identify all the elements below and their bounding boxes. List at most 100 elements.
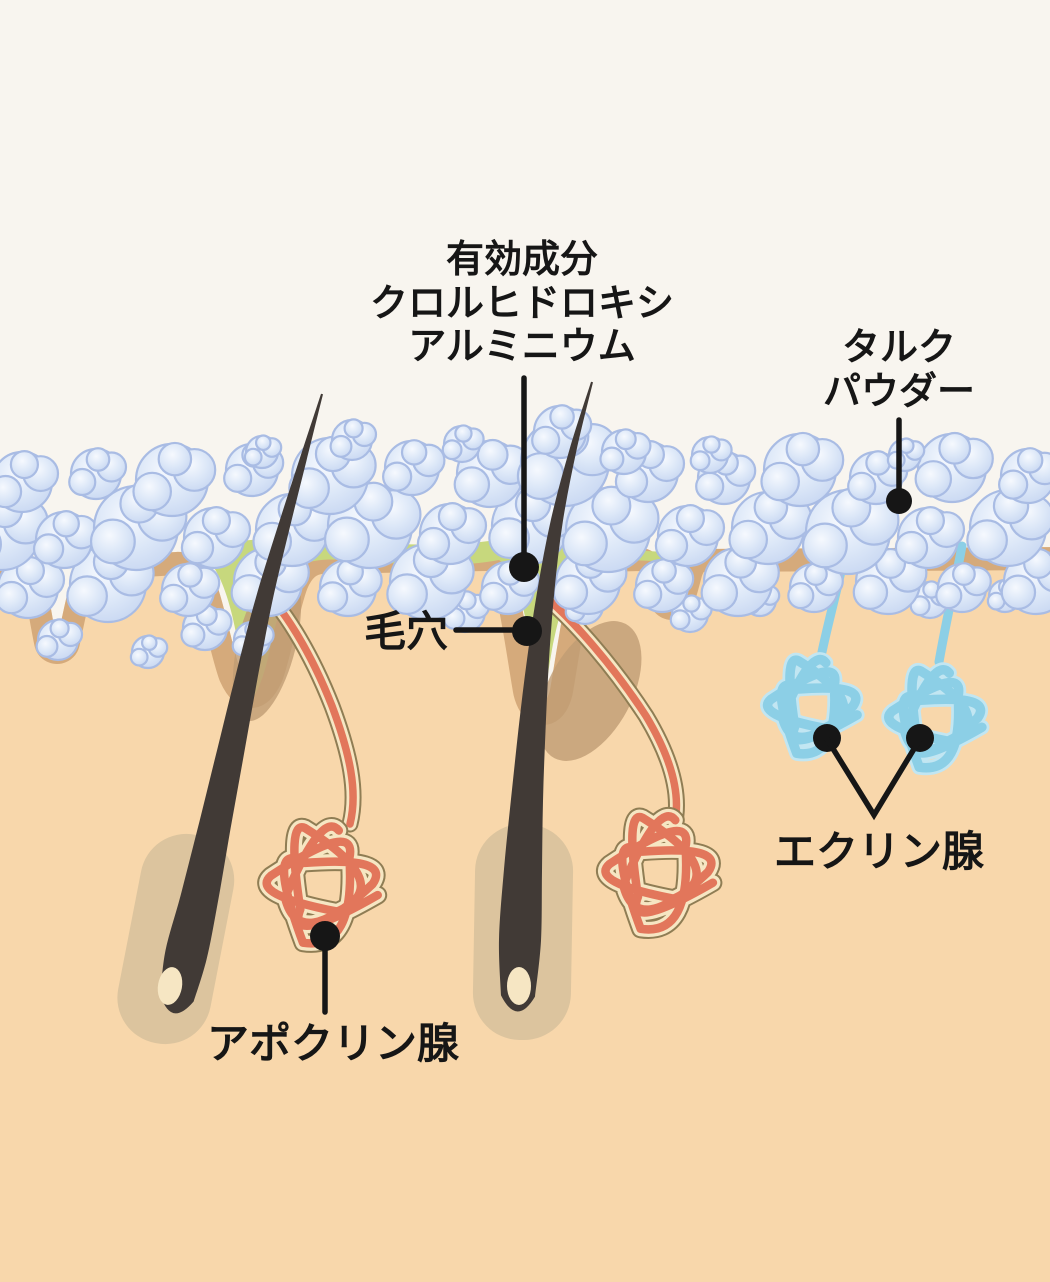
powder-particle-lobe: [453, 466, 491, 503]
powder-particle-lobe: [254, 434, 272, 452]
powder-particle-lobe: [0, 474, 23, 509]
callout-dot-talc: [886, 488, 912, 514]
powder-particle-lobe: [614, 428, 637, 451]
powder-particle: [787, 562, 844, 614]
powder-particle: [382, 439, 446, 497]
powder-particle-lobe: [32, 533, 65, 565]
powder-particle-lobe: [914, 460, 953, 498]
powder-particle-lobe: [9, 450, 39, 480]
powder-particle-lobe: [382, 461, 413, 492]
powder-particle-lobe: [157, 441, 193, 477]
powder-particle-lobe: [561, 520, 608, 567]
powder-particle-lobe: [935, 582, 963, 610]
powder-particle: [35, 618, 84, 662]
powder-particle-lobe: [728, 519, 769, 560]
powder-particle-lobe: [966, 519, 1008, 562]
powder-particle-lobe: [177, 562, 203, 588]
powder-particle-lobe: [654, 528, 689, 563]
powder-particle-lobe: [785, 431, 821, 467]
powder-particle-lobe: [760, 461, 801, 502]
label-talc: タルク: [842, 327, 956, 369]
powder-particle: [132, 441, 217, 518]
powder-particle-lobe: [85, 447, 111, 472]
powder-particle-lobe: [159, 583, 189, 613]
powder-particle: [654, 503, 726, 568]
powder-particle-lobe: [1000, 574, 1037, 610]
powder-particle-lobe: [689, 450, 711, 472]
apocrine-duct-center: [545, 596, 681, 830]
powder-particle-lobe: [0, 535, 2, 553]
label-talc-2: パウダー: [823, 371, 975, 413]
powder-particle-lobe: [441, 439, 463, 461]
powder-particle-lobe: [437, 501, 467, 532]
hair-center: [498, 381, 593, 1012]
callout-dot-pore: [512, 616, 542, 646]
powder-particle-lobe: [68, 467, 97, 497]
powder-particle: [561, 485, 660, 574]
powder-particle-lobe: [702, 435, 721, 454]
powder-particle: [243, 434, 283, 470]
powder-particle: [801, 487, 900, 576]
powder-particle: [760, 431, 845, 508]
powder-particle-lobe: [1016, 447, 1044, 474]
label-active-ingredient: 有効成分: [446, 239, 598, 281]
label-active-ingredient-2: クロルヒドロキシ: [370, 283, 674, 325]
label-apocrine: アポクリン腺: [207, 1020, 460, 1067]
callout-dot-active-ingredient: [509, 552, 539, 582]
powder-particle-lobe: [865, 450, 891, 476]
powder-layer: [0, 404, 1050, 670]
powder-particle-lobe: [316, 581, 349, 613]
powder-particle-lobe: [852, 574, 889, 610]
powder-particle: [32, 510, 99, 570]
apocrine-coil-center: [601, 812, 718, 934]
powder-particle-lobe: [599, 446, 625, 472]
powder-particle-lobe: [416, 526, 451, 561]
hairs: [157, 381, 593, 1014]
hair-papilla-left: [157, 967, 183, 1005]
powder-particle-lobe: [0, 580, 29, 615]
powder-particle-lobe: [591, 485, 632, 526]
powder-particle: [416, 501, 488, 566]
callouts: 有効成分 クロルヒドロキシ アルミニウム タルク パウダー 毛穴 エクリン腺 ア…: [207, 239, 985, 1067]
powder-particle-lobe: [129, 647, 149, 667]
callout-line-eccrine: [824, 736, 923, 821]
powder-particle: [689, 435, 733, 475]
powder-particle: [329, 418, 378, 462]
powder-particle: [935, 562, 992, 614]
powder-particle-lobe: [669, 609, 691, 631]
powder-particle-lobe: [886, 450, 906, 470]
powder-particle-lobe: [35, 634, 59, 658]
powder-particle-lobe: [323, 516, 370, 563]
powder-particle-lobe: [400, 439, 428, 466]
label-eccrine: エクリン腺: [774, 828, 985, 875]
powder-particle: [599, 428, 652, 476]
powder-particle-lobe: [89, 518, 136, 565]
powder-particle-lobe: [52, 510, 80, 538]
powder-particle-lobe: [223, 463, 253, 493]
powder-particle: [316, 558, 383, 618]
powder-particle: [323, 481, 422, 570]
powder-particle: [998, 447, 1050, 505]
powder-particle-lobe: [675, 503, 706, 534]
apocrine-coil-left: [262, 822, 382, 948]
powder-particle-lobe: [180, 530, 215, 565]
powder-particle-lobe: [488, 517, 530, 560]
hair-left: [160, 393, 323, 1014]
powder-particle-lobe: [552, 574, 589, 610]
powder-particle-lobe: [132, 471, 173, 512]
callout-dot-apocrine: [310, 921, 340, 951]
powder-particle-lobe: [180, 622, 206, 648]
powder-particle-lobe: [801, 522, 848, 569]
powder-particle-lobe: [952, 562, 976, 586]
powder-particle-lobe: [140, 634, 158, 652]
powder-particle-lobe: [454, 424, 473, 443]
powder-particle-lobe: [695, 471, 725, 501]
powder-particle-lobe: [847, 471, 877, 501]
powder-particle: [180, 505, 252, 570]
powder-particle-lobe: [700, 574, 739, 612]
powder-particle-lobe: [549, 404, 575, 430]
powder-particle: [894, 505, 966, 570]
powder-particle: [441, 424, 485, 464]
